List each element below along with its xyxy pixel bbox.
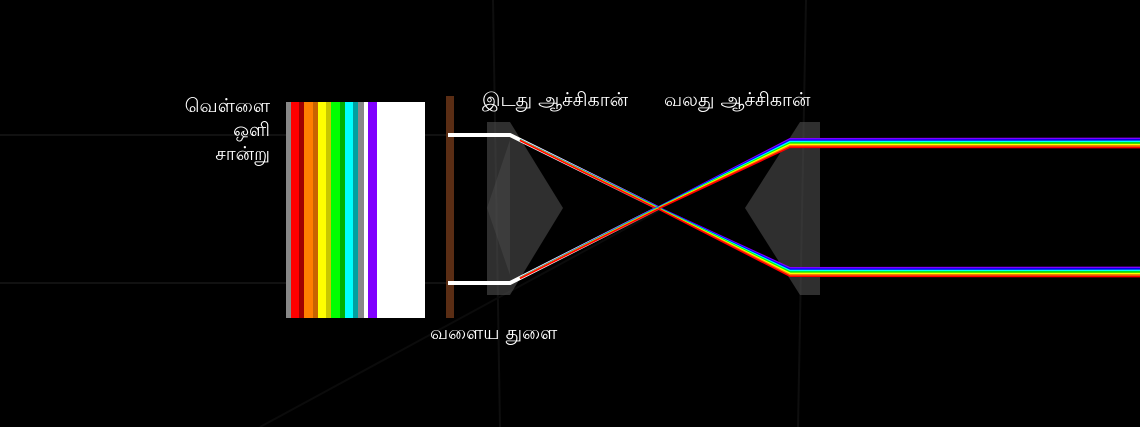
- source-label-line3: சான்று: [215, 143, 270, 165]
- spectrum-lower-pre: [519, 208, 659, 280]
- source-stripe: [340, 102, 345, 318]
- spectrum-upper-band: [657, 143, 1140, 210]
- white-light-source: [286, 102, 425, 318]
- right-prism: [745, 122, 820, 295]
- source-stripe: [358, 102, 364, 318]
- source-stripe: [313, 102, 318, 318]
- source-label-line2: ஒளி: [233, 119, 270, 141]
- spectrum-lower-band: [657, 208, 1140, 278]
- source-stripe: [368, 102, 377, 318]
- spectrum-lower-band: [657, 206, 1140, 269]
- slit: [446, 96, 454, 318]
- source-stripe: [286, 102, 291, 318]
- left-prism-label: இடது ஆச்சிகான்: [482, 89, 629, 111]
- spectrum-upper-pre: [519, 139, 659, 210]
- dispersed-spectra: [519, 137, 1140, 280]
- source-stripe: [318, 102, 326, 318]
- right-prism-label: வலது ஆச்சிகான்: [664, 89, 811, 111]
- spectrum-upper-band: [657, 146, 1140, 210]
- source-stripe: [331, 102, 340, 318]
- source-stripe: [345, 102, 353, 318]
- source-stripe: [326, 102, 331, 318]
- source-stripe: [364, 102, 368, 318]
- spectrum-lower-band: [657, 206, 1140, 271]
- left-prism: [487, 122, 563, 295]
- source-stripe: [353, 102, 358, 318]
- spectrum-upper-band: [657, 144, 1140, 210]
- source-stripe: [377, 102, 425, 318]
- source-stripe: [304, 102, 313, 318]
- source-stripe: [299, 102, 304, 318]
- spectrum-lower-band: [657, 206, 1140, 272]
- slit-label: வளைய துளை: [430, 322, 558, 344]
- source-stripe: [291, 102, 299, 318]
- source-label-line1: வெள்ளை: [184, 95, 270, 117]
